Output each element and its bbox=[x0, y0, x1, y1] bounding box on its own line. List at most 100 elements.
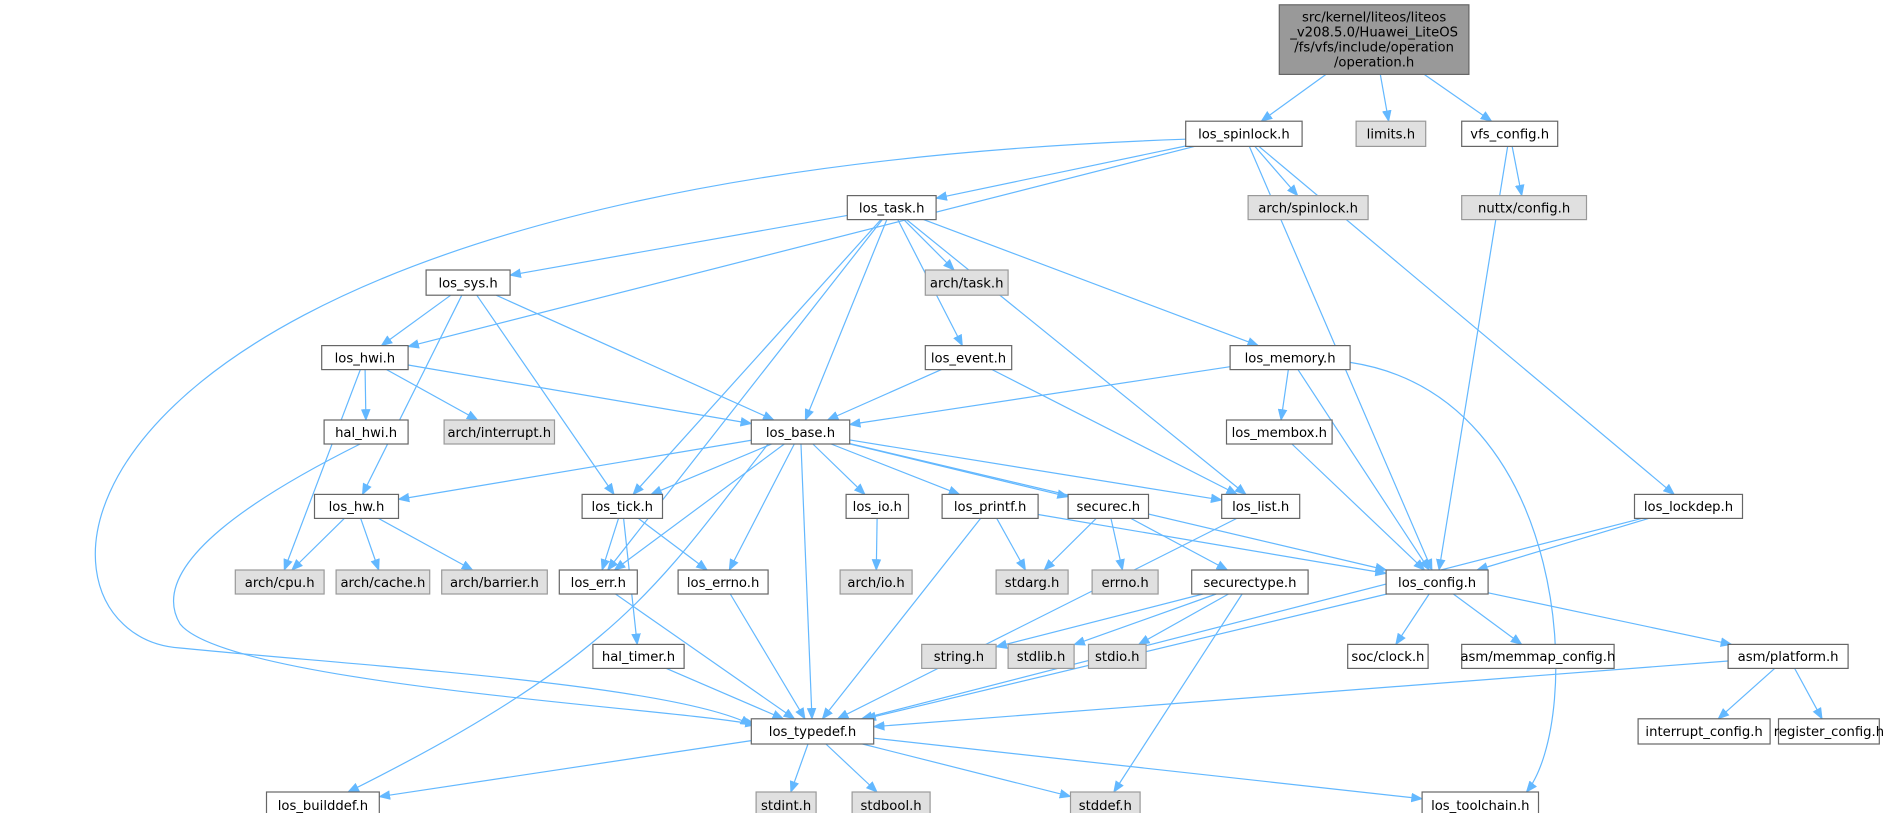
node-label: los_builddef.h bbox=[278, 799, 368, 813]
node-label: arch/io.h bbox=[847, 576, 904, 591]
node-los-base[interactable]: los_base.h bbox=[750, 419, 851, 445]
node-los-memory[interactable]: los_memory.h bbox=[1229, 344, 1351, 371]
node-label: stddef.h bbox=[1079, 799, 1132, 813]
edge-securectype-to-stdio bbox=[1137, 593, 1229, 645]
root-title-line: /fs/vfs/include/operation bbox=[1294, 41, 1454, 56]
node-stdarg[interactable]: stdarg.h bbox=[995, 569, 1069, 595]
node-los-err[interactable]: los_err.h bbox=[558, 569, 638, 595]
node-interrupt-config[interactable]: interrupt_config.h bbox=[1637, 718, 1771, 745]
node-arch-interrupt[interactable]: arch/interrupt.h bbox=[443, 419, 556, 445]
node-los-toolchain[interactable]: los_toolchain.h bbox=[1421, 791, 1540, 813]
node-soc-clock[interactable]: soc/clock.h bbox=[1347, 643, 1429, 669]
node-stdio[interactable]: stdio.h bbox=[1087, 643, 1147, 669]
edge-los_typedef-to-stdint bbox=[789, 743, 809, 794]
nodes: src/kernel/liteos/liteos_v208.5.0/Huawei… bbox=[234, 4, 1883, 813]
edge-los_hw-to-arch_barrier bbox=[378, 517, 474, 571]
node-arch-task[interactable]: arch/task.h bbox=[924, 269, 1009, 296]
node-root[interactable]: src/kernel/liteos/liteos_v208.5.0/Huawei… bbox=[1278, 4, 1470, 75]
node-register-config[interactable]: register_config.h bbox=[1774, 718, 1883, 745]
node-stdbool[interactable]: stdbool.h bbox=[851, 791, 931, 813]
node-los-task[interactable]: los_task.h bbox=[846, 195, 937, 221]
node-label: los_memory.h bbox=[1245, 351, 1336, 366]
node-vfs-config[interactable]: vfs_config.h bbox=[1461, 120, 1559, 147]
node-label: stdarg.h bbox=[1005, 576, 1060, 591]
edge-los_base-to-los_typedef bbox=[800, 443, 817, 720]
node-los-errno[interactable]: los_errno.h bbox=[677, 569, 769, 595]
edge-los_list-to-los_typedef bbox=[836, 517, 1238, 720]
node-label: limits.h bbox=[1367, 128, 1415, 143]
node-label: los_toolchain.h bbox=[1431, 799, 1529, 813]
node-arch-io[interactable]: arch/io.h bbox=[839, 569, 913, 595]
edge-los_errno-to-los_typedef bbox=[729, 593, 806, 720]
node-los-io[interactable]: los_io.h bbox=[845, 493, 910, 519]
edge-los_event-to-los_base bbox=[826, 369, 942, 421]
node-hal-timer[interactable]: hal_timer.h bbox=[592, 643, 685, 669]
node-arch-spinlock[interactable]: arch/spinlock.h bbox=[1247, 195, 1369, 221]
node-stdlib[interactable]: stdlib.h bbox=[1007, 643, 1075, 669]
node-arch-barrier[interactable]: arch/barrier.h bbox=[441, 569, 548, 595]
node-label: asm/memmap_config.h bbox=[1460, 650, 1615, 665]
node-arch-cpu[interactable]: arch/cpu.h bbox=[234, 569, 325, 595]
node-securectype[interactable]: securectype.h bbox=[1191, 569, 1309, 595]
edge-los_config-to-asm_memmap bbox=[1453, 593, 1523, 646]
node-los-builddef[interactable]: los_builddef.h bbox=[265, 791, 380, 813]
node-los-hw[interactable]: los_hw.h bbox=[313, 493, 400, 519]
node-los-config[interactable]: los_config.h bbox=[1385, 569, 1489, 595]
node-stddef[interactable]: stddef.h bbox=[1069, 791, 1141, 813]
node-los-lockdep[interactable]: los_lockdep.h bbox=[1633, 493, 1744, 519]
node-label: los_printf.h bbox=[954, 500, 1026, 515]
edge-securec-to-errno bbox=[1110, 518, 1125, 572]
node-los-membox[interactable]: los_membox.h bbox=[1225, 419, 1333, 445]
node-label: los_base.h bbox=[766, 426, 835, 441]
edge-los_base-to-los_list bbox=[849, 439, 1223, 504]
node-label: los_membox.h bbox=[1232, 426, 1327, 441]
node-asm-platform[interactable]: asm/platform.h bbox=[1727, 643, 1849, 669]
node-label: los_io.h bbox=[853, 500, 902, 515]
node-los-list[interactable]: los_list.h bbox=[1221, 493, 1301, 519]
edge-los_printf-to-los_typedef bbox=[821, 518, 982, 720]
node-limits[interactable]: limits.h bbox=[1355, 120, 1427, 147]
edge-los_task-to-los_base bbox=[804, 219, 888, 422]
node-label: los_lockdep.h bbox=[1644, 500, 1733, 515]
edge-los_tick-to-los_errno bbox=[637, 517, 709, 571]
node-los-sys[interactable]: los_sys.h bbox=[425, 269, 511, 296]
node-label: los_event.h bbox=[931, 351, 1006, 366]
node-label: securectype.h bbox=[1203, 576, 1296, 591]
edge-vfs_config-to-nuttx_config bbox=[1511, 146, 1525, 197]
node-label: arch/barrier.h bbox=[450, 576, 539, 591]
edge-los_config-to-asm_platform bbox=[1487, 592, 1733, 647]
node-stdint[interactable]: stdint.h bbox=[755, 791, 817, 813]
node-los-typedef[interactable]: los_typedef.h bbox=[750, 718, 875, 745]
node-los-tick[interactable]: los_tick.h bbox=[581, 493, 664, 519]
node-label: interrupt_config.h bbox=[1645, 725, 1762, 740]
node-hal-hwi[interactable]: hal_hwi.h bbox=[323, 419, 409, 445]
node-label: los_hwi.h bbox=[335, 351, 396, 366]
node-label: los_typedef.h bbox=[769, 725, 856, 740]
node-los-hwi[interactable]: los_hwi.h bbox=[321, 344, 409, 371]
node-arch-cache[interactable]: arch/cache.h bbox=[335, 569, 431, 595]
edge-los_printf-to-stdarg bbox=[996, 518, 1027, 572]
edge-los_task-to-los_list bbox=[906, 219, 1247, 496]
node-label: los_config.h bbox=[1398, 576, 1476, 591]
node-los-printf[interactable]: los_printf.h bbox=[941, 493, 1039, 519]
node-label: string.h bbox=[934, 650, 984, 665]
edge-los_lockdep-to-los_typedef bbox=[860, 517, 1642, 721]
edge-los_event-to-los_list bbox=[991, 369, 1239, 495]
edge-los_typedef-to-los_builddef bbox=[378, 740, 752, 800]
node-nuttx-config[interactable]: nuttx/config.h bbox=[1461, 195, 1588, 221]
edge-los_hwi-to-arch_interrupt bbox=[386, 369, 479, 421]
edge-asm_platform-to-los_typedef bbox=[872, 660, 1729, 731]
node-asm-memmap[interactable]: asm/memmap_config.h bbox=[1460, 643, 1615, 669]
edge-root-to-limits bbox=[1379, 74, 1392, 123]
node-securec[interactable]: securec.h bbox=[1067, 493, 1150, 519]
node-errno[interactable]: errno.h bbox=[1091, 569, 1159, 595]
edge-los_base-to-los_builddef bbox=[347, 443, 769, 793]
node-label: stdlib.h bbox=[1017, 650, 1066, 665]
edge-los_io-to-arch_io bbox=[871, 518, 882, 572]
node-label: los_err.h bbox=[571, 576, 626, 591]
node-los-event[interactable]: los_event.h bbox=[924, 344, 1013, 371]
node-string[interactable]: string.h bbox=[921, 643, 997, 669]
node-los-spinlock[interactable]: los_spinlock.h bbox=[1185, 120, 1303, 147]
edge-los_typedef-to-los_toolchain bbox=[873, 737, 1424, 803]
edge-hal_hwi-to-los_typedef bbox=[173, 443, 758, 728]
